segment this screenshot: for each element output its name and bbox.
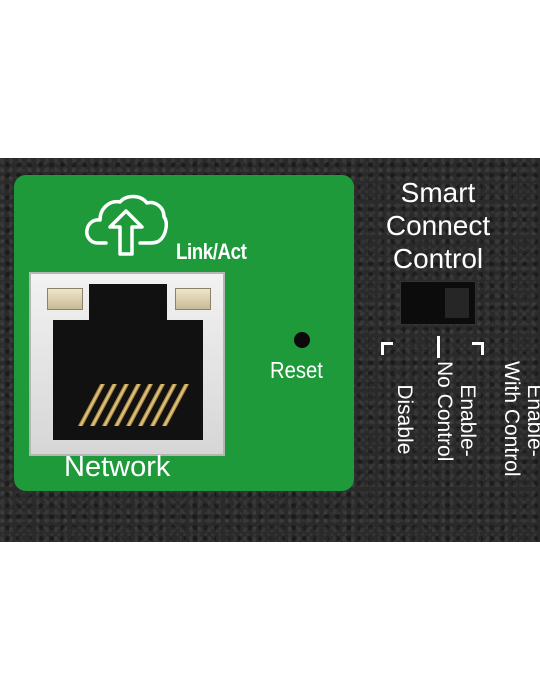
network-module: Link/Act Network Reset — [14, 175, 354, 491]
port-socket — [53, 320, 203, 440]
reset-button[interactable] — [294, 332, 310, 348]
smart-connect-switch[interactable] — [400, 281, 476, 325]
port-pins — [77, 384, 190, 426]
network-label: Network — [64, 451, 171, 483]
port-notch — [89, 284, 167, 324]
position-enable-no-control-label: Enable-No Control — [433, 361, 479, 462]
position-disable-label: Disable — [393, 384, 416, 455]
reset-label: Reset — [270, 357, 323, 383]
tick-no-control — [437, 336, 440, 358]
tick-with-control-foot — [472, 342, 484, 345]
switch-knob[interactable] — [445, 288, 469, 318]
rj45-network-port[interactable] — [29, 272, 225, 456]
smart-connect-control-title: Smart Connect Control — [385, 177, 491, 274]
cloud-upload-icon — [85, 194, 168, 256]
position-enable-with-control-label: Enable-With Control — [500, 361, 540, 477]
tick-with-control — [481, 342, 484, 355]
tick-disable-foot — [381, 342, 393, 345]
link-act-label: Link/Act — [176, 239, 247, 264]
link-led-right — [175, 288, 211, 310]
tick-disable — [381, 342, 384, 355]
link-led-left — [47, 288, 83, 310]
device-panel: Link/Act Network Reset — [0, 158, 540, 542]
